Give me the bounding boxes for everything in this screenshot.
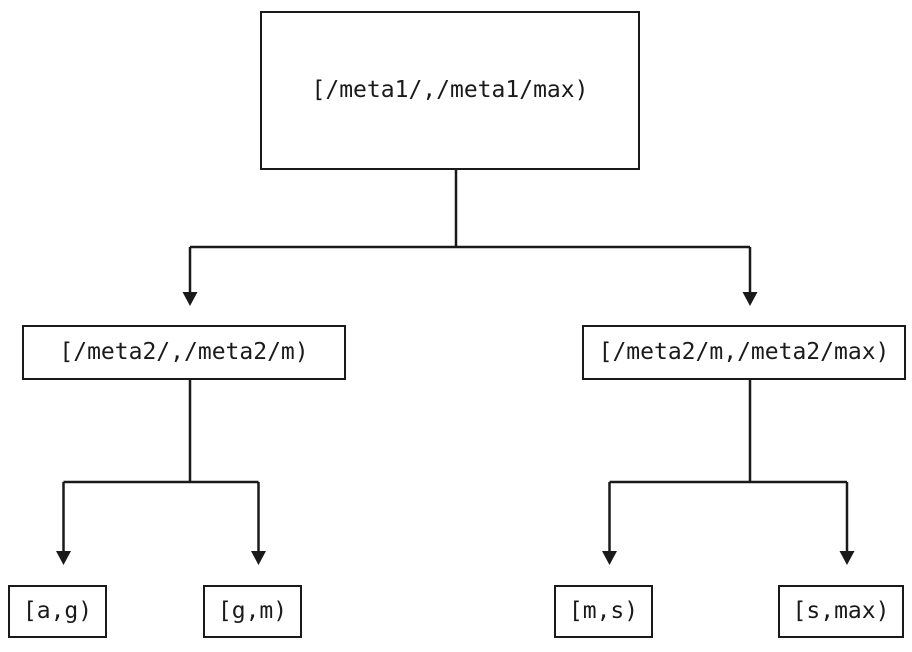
tree-leaf-gm-label: [g,m): [217, 598, 288, 624]
tree-node-root: [/meta1/,/meta1/max): [260, 11, 640, 170]
arrowhead-to-right2: [742, 292, 758, 306]
tree-leaf-gm: [g,m): [203, 585, 302, 638]
arrowhead-to-leaf-ag: [56, 551, 71, 565]
tree-leaf-ms-label: [m,s): [568, 598, 639, 624]
arrowhead-to-leaf-smax: [839, 551, 855, 565]
tree-leaf-smax: [s,max): [778, 585, 904, 638]
edge-root-stem: [188, 170, 752, 293]
tree-node-meta2-left: [/meta2/,/meta2/m): [22, 325, 346, 380]
tree-node-root-label: [/meta1/,/meta1/max): [311, 77, 589, 103]
tree-leaf-smax-label: [s,max): [792, 598, 890, 624]
arrowhead-to-leaf-gm: [251, 551, 266, 565]
tree-node-meta2-right-label: [/meta2/m,/meta2/max): [598, 339, 890, 365]
arrowhead-to-left2: [182, 292, 198, 306]
tree-node-meta2-left-label: [/meta2/,/meta2/m): [59, 339, 309, 365]
tree-leaf-ag-label: [a,g): [22, 598, 93, 624]
arrowhead-to-leaf-ms: [602, 551, 617, 565]
tree-node-meta2-right: [/meta2/m,/meta2/max): [582, 325, 906, 380]
tree-leaf-ms: [m,s): [554, 585, 653, 638]
edge-left2-stem: [62, 380, 260, 552]
tree-leaf-ag: [a,g): [8, 585, 107, 638]
edge-right2-stem: [608, 380, 849, 552]
